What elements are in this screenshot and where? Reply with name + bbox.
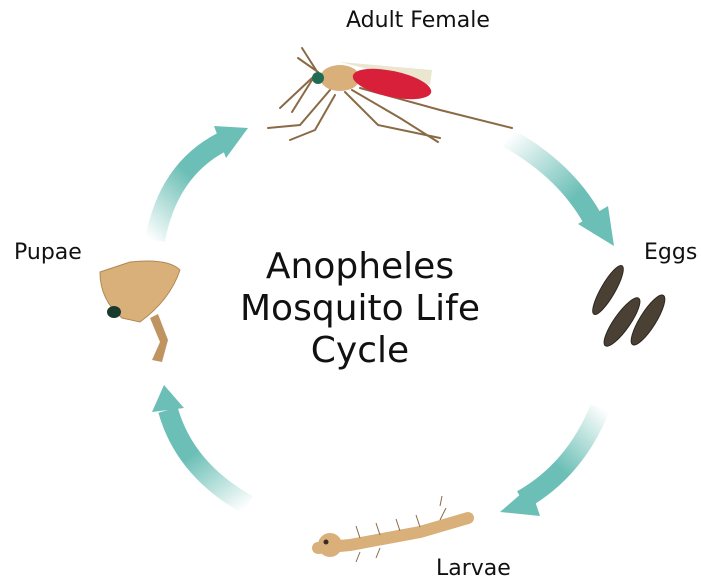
pupae-illustration (100, 261, 180, 362)
title-line-1: Anopheles (200, 246, 520, 288)
eggs-label: Eggs (644, 240, 697, 265)
larvae-label: Larvae (436, 556, 511, 581)
pupae-label: Pupae (14, 240, 82, 265)
arrow-pupae-to-adult (155, 126, 248, 240)
title-line-3: Cycle (200, 330, 520, 372)
adult-mosquito-illustration (268, 48, 512, 142)
larvae-illustration (318, 496, 468, 562)
arrow-eggs-to-larvae (500, 408, 600, 516)
adult-female-label: Adult Female (346, 8, 490, 33)
arrow-larvae-to-pupae (152, 385, 248, 505)
arrow-adult-to-eggs (508, 138, 614, 246)
diagram-title: Anopheles Mosquito Life Cycle (200, 246, 520, 372)
eggs-illustration (588, 262, 670, 350)
title-line-2: Mosquito Life (200, 288, 520, 330)
